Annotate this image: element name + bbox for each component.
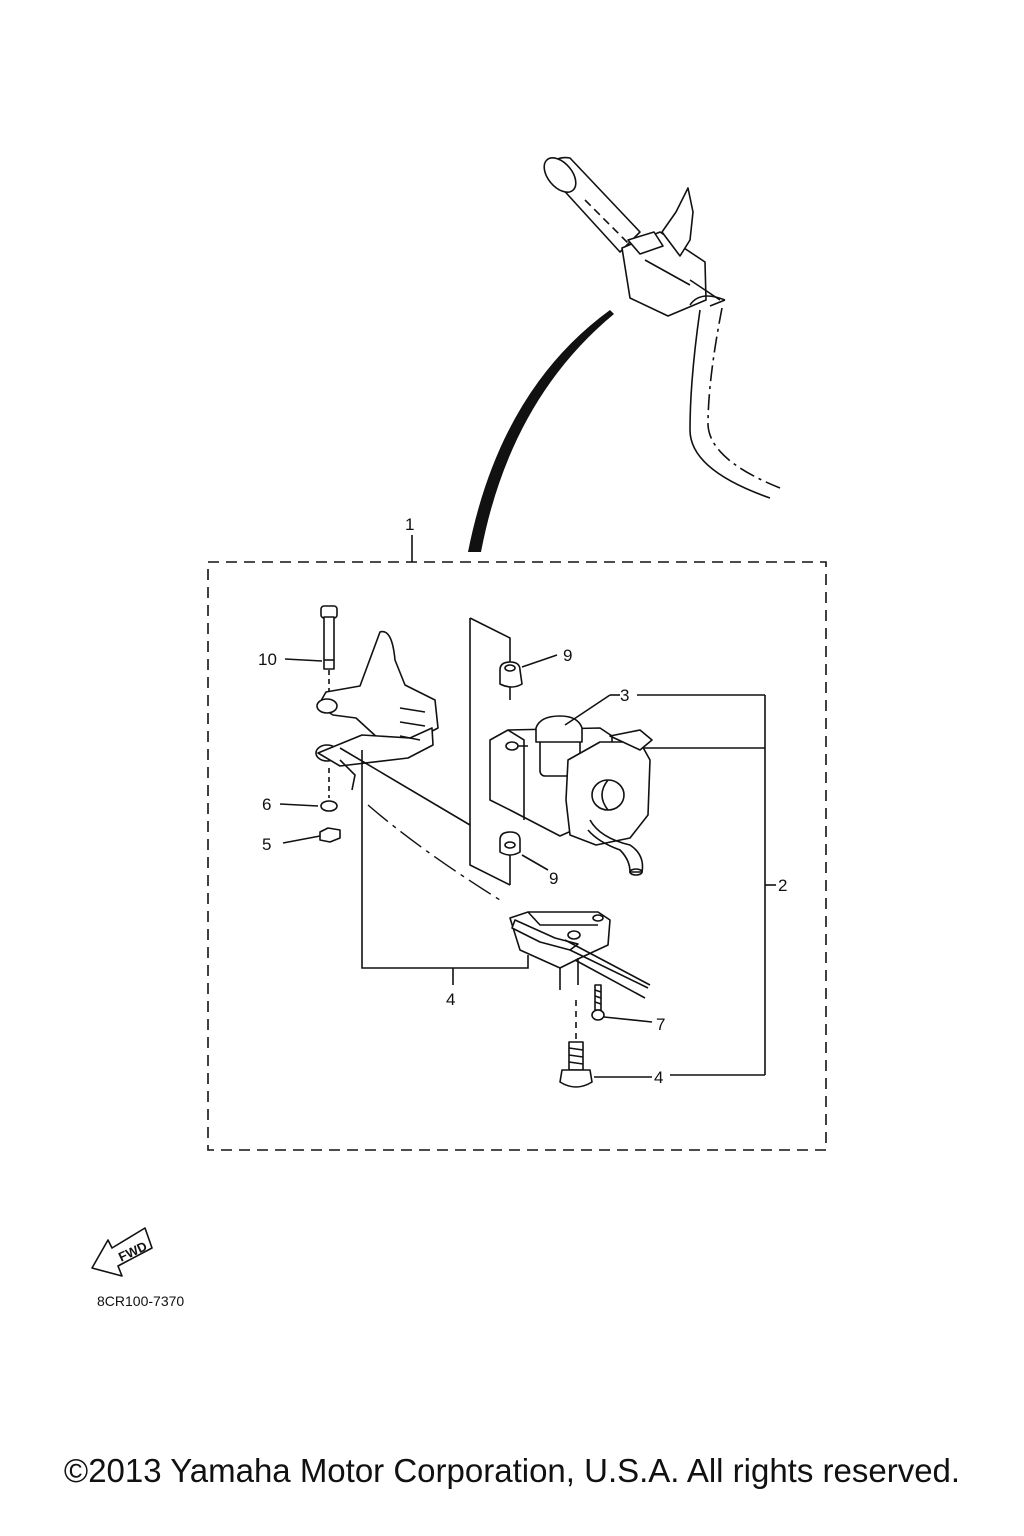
cable-bracket-part-5 bbox=[509, 911, 651, 999]
assembly-boundary bbox=[207, 561, 827, 1151]
pin-part-10 bbox=[320, 605, 338, 700]
fwd-arrow-icon: FWD bbox=[91, 1227, 153, 1277]
callout-10: 10 bbox=[258, 650, 277, 669]
callout-5: 4 bbox=[446, 990, 455, 1009]
throttle-lever bbox=[315, 630, 439, 791]
callout-4: 4 bbox=[654, 1068, 663, 1087]
callout-6: 7 bbox=[656, 1015, 665, 1034]
switch-housing-part-3 bbox=[489, 715, 653, 876]
bolt-part-4 bbox=[559, 1000, 593, 1088]
callout-8: 6 bbox=[262, 795, 271, 814]
grommet-part-9-top bbox=[499, 661, 523, 688]
callout-3: 3 bbox=[620, 686, 629, 705]
washer-part-8 bbox=[320, 800, 338, 812]
nut-part-7 bbox=[319, 827, 341, 843]
callout-7: 5 bbox=[262, 835, 271, 854]
callout-9-top: 9 bbox=[563, 646, 572, 665]
screw-part-6 bbox=[591, 984, 605, 1021]
callout-2: 2 bbox=[778, 876, 787, 895]
figure-code: 8CR100-7370 bbox=[97, 1293, 184, 1309]
copyright-notice: ©2013 Yamaha Motor Corporation, U.S.A. A… bbox=[63, 1452, 961, 1489]
grommet-part-9-bottom bbox=[499, 831, 521, 856]
callout-1: 1 bbox=[405, 515, 414, 534]
handlebar-assembly bbox=[468, 156, 781, 552]
callout-9-bottom: 9 bbox=[549, 869, 558, 888]
